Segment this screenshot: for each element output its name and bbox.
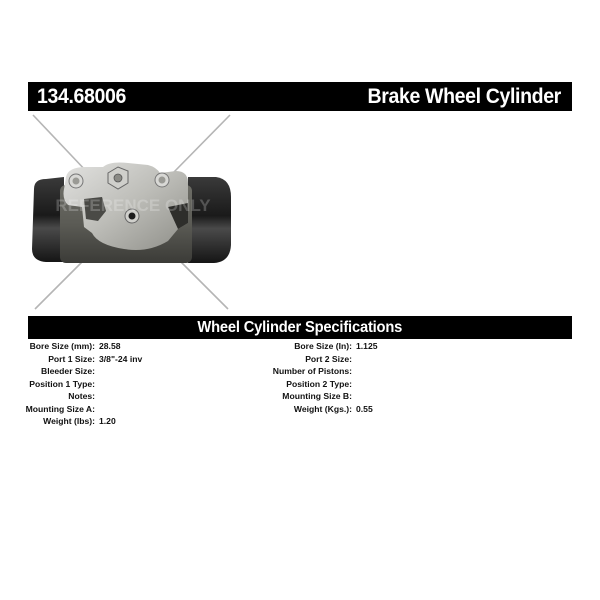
part-type: Brake Wheel Cylinder: [367, 84, 562, 108]
spec-label: Bore Size (mm):: [29, 341, 95, 351]
spec-value: 28.58: [99, 341, 121, 351]
title-bar: 134.68006 Brake Wheel Cylinder: [28, 82, 572, 111]
spec-value: [95, 403, 99, 416]
wheel-cylinder-illustration: REFERENCE ONLY: [32, 114, 231, 310]
spec-value: 3/8"-24 inv: [99, 353, 143, 364]
spec-label: Mounting Size A:: [25, 403, 95, 414]
spec-label: Weight (lbs):: [43, 416, 95, 426]
spec-label: Notes:: [68, 391, 95, 401]
spec-row: Port 2 Size:: [257, 353, 378, 366]
spec-value: [95, 378, 99, 391]
spec-header-bar: Wheel Cylinder Specifications: [28, 316, 572, 339]
spec-column-left: Bore Size (mm): 28.58 Port 1 Size: 3/8"-…: [0, 340, 143, 428]
spec-column-right: Bore Size (In): 1.125 Port 2 Size: Numbe…: [257, 340, 378, 415]
spec-value: [352, 365, 356, 378]
spec-value: [352, 353, 356, 366]
spec-row: Mounting Size B:: [257, 390, 378, 403]
spec-row: Notes:: [0, 390, 142, 403]
spec-label: Port 2 Size:: [305, 353, 352, 364]
spec-label: Mounting Size B:: [282, 391, 352, 401]
spec-row: Port 1 Size: 3/8"-24 inv: [0, 353, 142, 366]
spec-value: [352, 390, 356, 403]
spec-title: Wheel Cylinder Specifications: [197, 318, 403, 336]
spec-value: 1.125: [356, 341, 378, 351]
spec-row: Bore Size (mm): 28.58: [0, 340, 142, 353]
product-image: REFERENCE ONLY: [28, 111, 238, 315]
spec-label: Port 1 Size:: [48, 353, 95, 364]
spec-value: [95, 365, 99, 378]
spec-label: Position 2 Type:: [286, 378, 352, 389]
spec-label: Position 1 Type:: [29, 378, 95, 389]
spec-row: Bleeder Size:: [0, 365, 142, 378]
spec-label: Bore Size (In):: [294, 341, 352, 351]
spec-value: 1.20: [99, 416, 116, 426]
spec-value: [352, 378, 356, 391]
spec-label: Number of Pistons:: [272, 366, 352, 376]
spec-row: Number of Pistons:: [257, 365, 378, 378]
watermark-text: REFERENCE ONLY: [55, 196, 211, 215]
spec-row: Weight (Kgs.): 0.55: [257, 403, 378, 416]
spec-row: Position 2 Type:: [257, 378, 378, 391]
spec-row: Bore Size (In): 1.125: [257, 340, 378, 353]
spec-row: Mounting Size A:: [0, 403, 142, 416]
part-number: 134.68006: [37, 84, 126, 108]
spec-row: Weight (lbs): 1.20: [0, 415, 142, 428]
spec-label: Bleeder Size:: [41, 366, 95, 376]
spec-label: Weight (Kgs.):: [293, 403, 352, 414]
spec-value: [95, 390, 99, 403]
spec-value: 0.55: [356, 403, 373, 414]
spec-row: Position 1 Type:: [0, 378, 142, 391]
